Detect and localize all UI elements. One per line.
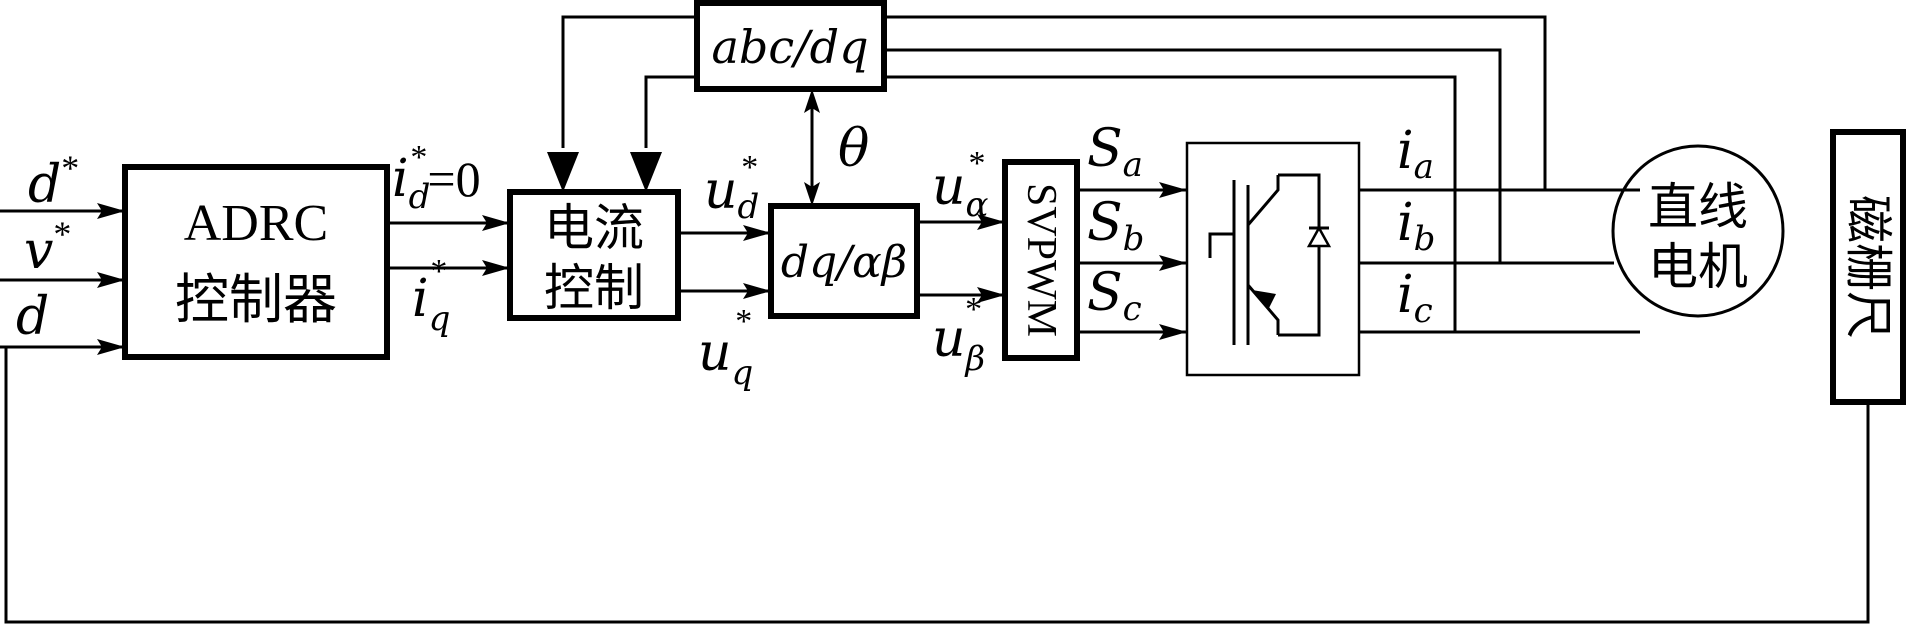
position-feedback-line <box>4 347 1870 624</box>
signal-labels: d* v* d id*=0 iq* ud* uq* θ uα* uβ* Sa S… <box>16 119 1435 393</box>
igbt-collector <box>1246 175 1280 226</box>
iq-feedback-line <box>644 75 697 148</box>
sb-label: Sb <box>1087 193 1144 259</box>
id-arrow <box>482 215 510 231</box>
ic-feedback-line <box>884 75 1457 332</box>
grating-label: 磁栅尺 <box>1840 195 1896 339</box>
sa-arrow <box>1159 182 1187 198</box>
v-star-label: v* <box>24 214 71 281</box>
current-control-label-2: 控制 <box>544 259 644 317</box>
id-feedback-line <box>561 15 697 148</box>
linear-motor: 直线 电机 <box>1611 144 1785 318</box>
ia-feedback-line <box>884 15 1547 190</box>
diode-triangle <box>1306 225 1332 248</box>
ualpha-ref-label: uα* <box>932 145 989 225</box>
id-ref-label: id*=0 <box>392 139 481 217</box>
inverter-block <box>1185 141 1361 377</box>
motor-label-1: 直线 <box>1648 178 1748 236</box>
sc-arrow <box>1159 324 1187 340</box>
adrc-controller-label: 控制器 <box>175 268 337 331</box>
dq-alphabeta-label: dq/αβ <box>781 237 907 288</box>
uq-ref-label: uq* <box>698 303 753 393</box>
sb-arrow <box>1159 255 1187 271</box>
ia-label: ia <box>1397 121 1434 187</box>
id-feedback-arrow <box>547 152 579 192</box>
iq-ref-label: iq* <box>412 253 450 339</box>
sc-label: Sc <box>1087 263 1142 329</box>
ib-feedback-line <box>884 48 1502 263</box>
svpwm-block: SVPWM <box>1002 159 1080 361</box>
ubeta-ref-label: uβ* <box>932 291 985 379</box>
d-label: d <box>16 287 49 347</box>
diode-path <box>1278 173 1321 337</box>
d-star-label: d* <box>28 148 79 215</box>
igbt-emitter-arrow <box>1252 290 1276 310</box>
v-star-arrow <box>97 272 125 288</box>
motor-label-2: 电机 <box>1648 238 1748 296</box>
ud-arrow <box>743 225 771 241</box>
abc-dq-block: abc/dq <box>694 0 887 92</box>
iq-arrow <box>482 260 510 276</box>
theta-arrow-up <box>804 89 820 113</box>
igbt-gate-lead <box>1208 232 1234 258</box>
ic-label: ic <box>1397 265 1433 331</box>
adrc-controller-block: ADRC 控制器 <box>122 164 390 360</box>
sa-label: Sa <box>1087 119 1143 185</box>
ualpha-arrow <box>977 214 1005 230</box>
d-star-arrow <box>97 203 125 219</box>
current-control-block: 电流 控制 <box>507 189 681 321</box>
ud-ref-label: ud* <box>704 149 759 227</box>
wires <box>0 15 1870 624</box>
theta-label: θ <box>838 119 869 179</box>
theta-arrow-down <box>804 182 820 206</box>
dq-alphabeta-block: dq/αβ <box>768 203 920 319</box>
abc-dq-label: abc/dq <box>711 20 868 74</box>
svpwm-label: SVPWM <box>1018 183 1064 337</box>
d-feedback-arrow <box>97 339 125 355</box>
magnetic-grating-block: 磁栅尺 <box>1830 129 1906 405</box>
uq-arrow <box>743 283 771 299</box>
iq-feedback-arrow <box>630 152 662 192</box>
adrc-label: ADRC <box>184 195 328 252</box>
ib-label: ib <box>1397 193 1435 259</box>
current-control-label-1: 电流 <box>544 199 644 257</box>
ubeta-arrow <box>977 287 1005 303</box>
